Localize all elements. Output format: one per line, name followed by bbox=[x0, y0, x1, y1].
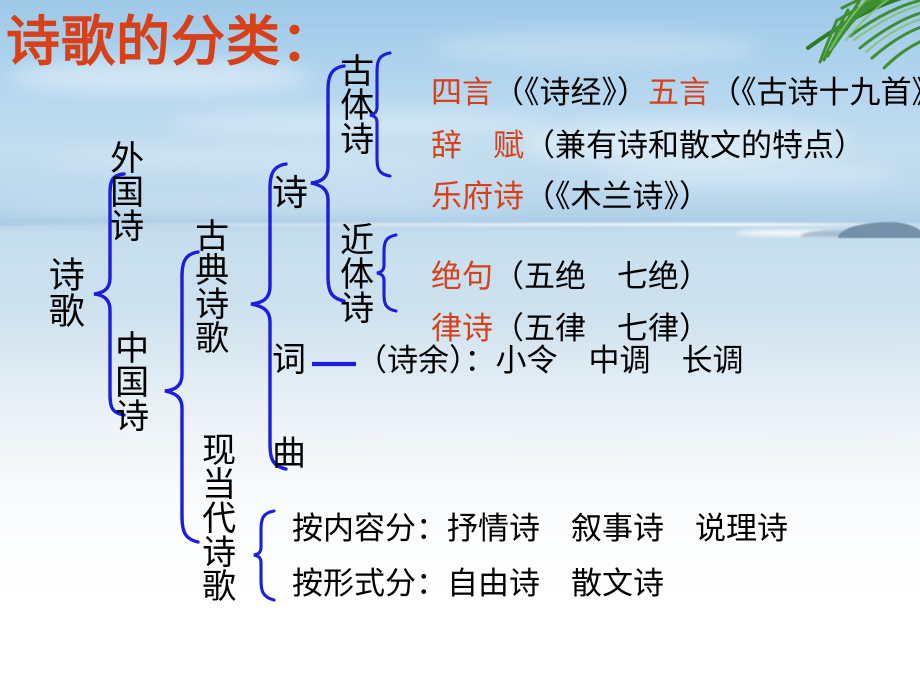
cloud-decor bbox=[250, 176, 510, 192]
jinti-note-2: （五律 七律） bbox=[493, 311, 710, 346]
brace-guti-items bbox=[369, 51, 392, 178]
island-far-icon bbox=[800, 230, 870, 237]
guti-term-4: 乐府诗 bbox=[431, 179, 524, 214]
guti-row-1: 四言（《诗经》）五言（《古诗十九首》） bbox=[400, 46, 920, 139]
node-jinti-shi: 近体诗 bbox=[334, 222, 372, 324]
modern-row-1: 按内容分：抒情诗 叙事诗 说理诗 bbox=[292, 511, 788, 546]
node-modern-poetry: 现当代诗歌 bbox=[196, 432, 234, 602]
jinti-note-1: （五绝 七绝） bbox=[493, 259, 710, 294]
ci-detail-text: （诗余）：小令 中调 长调 bbox=[356, 343, 744, 378]
cloud-decor bbox=[10, 60, 310, 94]
brace-chinese-split bbox=[164, 250, 200, 544]
guti-note-2: （《古诗十九首》） bbox=[710, 75, 920, 110]
jinti-row-2: 律诗（五律 七律） bbox=[400, 282, 710, 375]
cloud-decor bbox=[430, 32, 760, 62]
guti-term-3: 辞 赋 bbox=[431, 128, 524, 163]
brace-modern-items bbox=[253, 509, 276, 602]
brace-jinti-items bbox=[376, 233, 398, 313]
node-ci: 词 bbox=[272, 342, 306, 379]
cloud-decor bbox=[520, 120, 850, 164]
node-qu: 曲 bbox=[272, 436, 306, 473]
node-poetry-root: 诗歌 bbox=[43, 256, 84, 328]
guti-term-1: 四言 bbox=[431, 75, 493, 110]
guti-row-3: 乐府诗（《木兰诗》） bbox=[400, 150, 710, 243]
jinti-term-2: 律诗 bbox=[431, 311, 493, 346]
palm-frond-icon bbox=[806, 0, 920, 70]
node-classical-poetry: 古典诗歌 bbox=[189, 218, 227, 354]
guti-term-2: 五言 bbox=[648, 75, 710, 110]
node-guti-shi: 古体诗 bbox=[334, 53, 372, 155]
horizon-line bbox=[0, 223, 920, 226]
cloud-decor bbox=[170, 110, 550, 136]
brace-root-split bbox=[93, 172, 126, 417]
brace-classical-split bbox=[250, 162, 288, 471]
cloud-decor bbox=[600, 162, 900, 188]
island-icon bbox=[838, 222, 920, 238]
node-foreign-poetry: 外国诗 bbox=[104, 140, 142, 242]
ci-dash-connector bbox=[312, 361, 356, 367]
guti-note-3: （兼有诗和散文的特点） bbox=[524, 128, 865, 163]
cloud-decor bbox=[40, 150, 460, 172]
guti-note-1: （《诗经》） bbox=[493, 75, 648, 110]
jinti-term-1: 绝句 bbox=[431, 259, 493, 294]
sea-glint bbox=[0, 226, 920, 316]
brace-shi-split bbox=[310, 64, 346, 303]
guti-row-2: 辞 赋（兼有诗和散文的特点） bbox=[400, 99, 865, 192]
guti-note-4: （《木兰诗》） bbox=[524, 179, 710, 214]
node-chinese-poetry: 中国诗 bbox=[109, 330, 147, 432]
surf-decor bbox=[735, 230, 855, 236]
page-title: 诗歌的分类： bbox=[6, 9, 336, 73]
cloud-decor bbox=[0, 196, 520, 214]
modern-row-2: 按形式分：自由诗 散文诗 bbox=[292, 566, 664, 601]
jinti-row-1: 绝句（五绝 七绝） bbox=[400, 230, 710, 323]
node-shi: 诗 bbox=[272, 173, 309, 213]
